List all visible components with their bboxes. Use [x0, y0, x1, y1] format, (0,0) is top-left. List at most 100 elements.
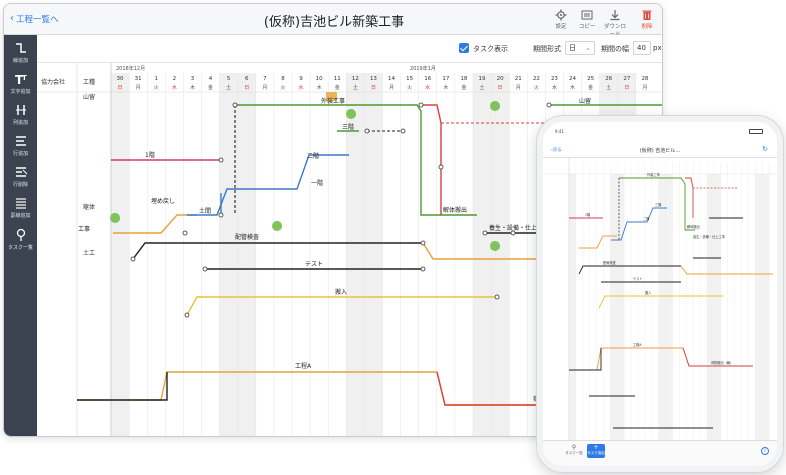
phone-task-line[interactable] — [611, 207, 667, 241]
day-number: 22 — [533, 76, 540, 82]
sidebar-item-label: タスク一覧 — [7, 245, 33, 251]
period-width-unit: px — [653, 44, 662, 52]
weekday-label: 火 — [407, 85, 412, 91]
sidebar-item-line-add[interactable]: 線追加 — [4, 41, 37, 64]
period-width-input[interactable]: 40 — [633, 41, 651, 55]
task-node[interactable] — [202, 266, 208, 272]
phone-task-line[interactable] — [579, 235, 617, 249]
task-node[interactable] — [218, 157, 224, 163]
phone-back-link[interactable]: ‹戻る — [551, 147, 562, 153]
phone-label-piping-right: 荷物搬出（輸） — [711, 360, 733, 365]
task-node[interactable] — [400, 128, 406, 134]
sidebar-item-column-add[interactable]: 列追加 — [4, 103, 37, 126]
copy-button[interactable]: コピー — [574, 9, 600, 30]
weekday-label: 月 — [389, 85, 394, 91]
sidebar-item-row-add[interactable]: 行追加 — [4, 134, 37, 157]
task-line-demolition[interactable] — [421, 104, 442, 215]
phone-task-line[interactable] — [598, 295, 723, 309]
pin-icon[interactable] — [272, 221, 283, 239]
phone-task-line[interactable] — [619, 177, 695, 231]
day-number: 28 — [641, 76, 648, 82]
weekday-label: 月 — [262, 85, 267, 91]
weekend-column — [364, 73, 383, 436]
day-number: 5 — [227, 76, 231, 82]
settings-button[interactable]: 設定 — [548, 9, 574, 30]
day-number: 16 — [424, 76, 431, 82]
phone-tab-label: タスク一覧 — [565, 451, 583, 455]
phone-task-line[interactable] — [578, 265, 681, 275]
task-node[interactable] — [364, 128, 370, 134]
task-node[interactable] — [510, 230, 516, 236]
weekday-label: 火 — [280, 85, 285, 91]
weekday-label: 水 — [425, 84, 430, 91]
plus-icon: + — [593, 444, 599, 451]
pin-icon[interactable] — [346, 109, 357, 127]
day-number: 30 — [117, 76, 124, 82]
task-line-earthwork[interactable] — [187, 154, 349, 216]
task-node[interactable] — [420, 266, 426, 272]
sidebar-item-row-delete[interactable]: 行削除 — [4, 165, 37, 188]
show-tasks-checkbox[interactable] — [459, 43, 469, 53]
task-node[interactable] — [184, 312, 190, 318]
delete-label: 削除 — [641, 24, 653, 30]
sidebar-item-label: 行追加 — [12, 151, 28, 157]
pin-icon[interactable] — [110, 213, 121, 231]
task-label-yamadome: 山留 — [579, 97, 591, 105]
weekday-label: 土 — [606, 84, 611, 91]
task-label-piping: 配管検査 — [235, 233, 259, 241]
period-format-select[interactable]: 日 ⌄ — [565, 41, 595, 55]
svg-text:T: T — [22, 74, 27, 82]
refresh-icon[interactable]: ↻ — [762, 145, 768, 153]
pin-icon[interactable] — [490, 241, 501, 259]
task-node[interactable] — [438, 164, 444, 170]
task-node[interactable] — [494, 294, 500, 300]
task-node[interactable] — [420, 240, 426, 246]
info-icon[interactable]: i — [761, 447, 769, 455]
day-number: 18 — [460, 76, 467, 82]
task-label-one-floor: 一階 — [311, 179, 323, 187]
weekday-label: 金 — [588, 84, 593, 91]
sidebar-item-ruled-line-add[interactable]: 罫線追加 — [4, 196, 37, 219]
day-number: 20 — [497, 76, 504, 82]
phone-tab-task-add[interactable]: + タスク追加 — [587, 444, 605, 458]
task-node[interactable] — [546, 102, 552, 108]
phone-label-test: テスト — [633, 276, 643, 281]
weekday-label: 日 — [244, 85, 249, 91]
weekend-column — [237, 73, 256, 436]
task-line-delivery[interactable] — [186, 296, 497, 316]
weekday-label: 日 — [624, 85, 629, 91]
phone-tab-task-list[interactable]: ⚲ タスク一覧 — [565, 444, 583, 458]
phone-task-line[interactable] — [682, 347, 753, 367]
pin-icon[interactable] — [490, 101, 501, 119]
weekday-label: 木 — [190, 84, 195, 91]
task-line-piping[interactable] — [132, 242, 423, 260]
task-node[interactable] — [418, 102, 424, 108]
phone-task-line[interactable] — [685, 177, 694, 218]
phone-weekend-column — [665, 174, 673, 440]
day-number: 31 — [135, 76, 142, 82]
back-to-list-link[interactable]: ‹ 工程一覧へ — [10, 13, 59, 26]
task-node[interactable] — [232, 102, 238, 108]
phone-label-third-floor: 三階 — [655, 202, 662, 207]
task-node[interactable] — [182, 230, 188, 236]
sidebar-item-label: 列追加 — [12, 120, 28, 126]
phone-label-demolition: 解体搬出 — [687, 224, 700, 229]
task-node[interactable] — [218, 212, 224, 218]
task-node[interactable] — [482, 230, 488, 236]
download-button[interactable]: ダウンロード — [602, 9, 628, 38]
phone-task-line[interactable] — [569, 348, 602, 371]
phone-task-line[interactable] — [680, 265, 773, 275]
chevron-down-icon: ⌄ — [585, 44, 591, 52]
task-line-process-a-black[interactable] — [77, 372, 168, 401]
line-add-icon — [15, 43, 26, 53]
task-node[interactable] — [130, 256, 136, 262]
sidebar-item-task-list[interactable]: タスク一覧 — [4, 228, 37, 251]
pin-icon[interactable] — [326, 92, 337, 101]
delete-button[interactable]: 削除 — [634, 9, 660, 30]
task-label-process-a: 工程A — [295, 362, 312, 370]
task-line-exterior[interactable] — [235, 104, 477, 216]
phone-gantt: 1階 二階 三階 外装工事 解体搬出 養生・設備・仕上工事 配管検査 テスト 搬… — [543, 158, 777, 440]
svg-text:T: T — [15, 73, 24, 86]
phone-dependency-lines — [618, 178, 737, 240]
